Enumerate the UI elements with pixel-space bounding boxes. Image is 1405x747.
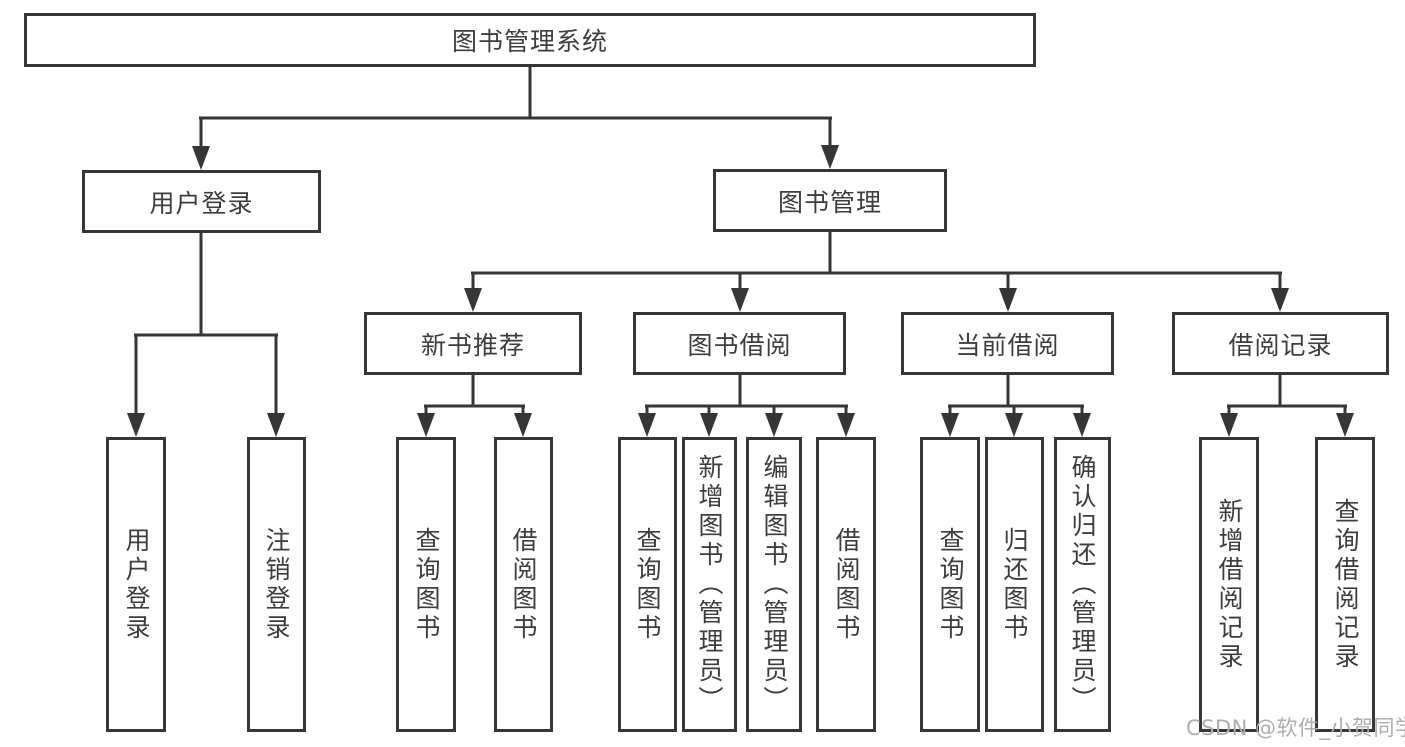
leaf-add-borrow-record: 新增借阅记录 [1199,437,1259,732]
node-library-management-system: 图书管理系统 [24,13,1036,67]
node-borrow-records: 借阅记录 [1172,312,1389,375]
leaf-confirm-return-admin: 确认归还（管理员） [1054,437,1111,732]
leaf-edit-books-admin: 编辑图书（管理员） [746,437,802,732]
leaf-logout: 注销登录 [247,437,306,732]
leaf-user-login: 用户登录 [106,437,166,732]
arrowheads [127,145,1354,437]
leaf-borrow-books-recommend: 借阅图书 [494,437,553,732]
leaf-query-books-borrow: 查询图书 [618,437,677,732]
leaf-query-books-current: 查询图书 [920,437,980,732]
leaf-query-borrow-record: 查询借阅记录 [1315,437,1375,732]
leaf-query-books-recommend: 查询图书 [396,437,456,732]
node-user-login: 用户登录 [82,170,321,233]
leaf-add-books-admin: 新增图书（管理员） [682,437,737,732]
node-current-borrow: 当前借阅 [901,312,1114,375]
node-new-book-recommend: 新书推荐 [364,312,582,375]
csdn-watermark: CSDN @软件_小贺同学 [1186,716,1405,740]
leaf-borrow-books: 借阅图书 [816,437,876,732]
leaf-return-books: 归还图书 [985,437,1044,732]
node-book-management: 图书管理 [713,169,947,232]
node-book-borrow: 图书借阅 [633,312,846,375]
